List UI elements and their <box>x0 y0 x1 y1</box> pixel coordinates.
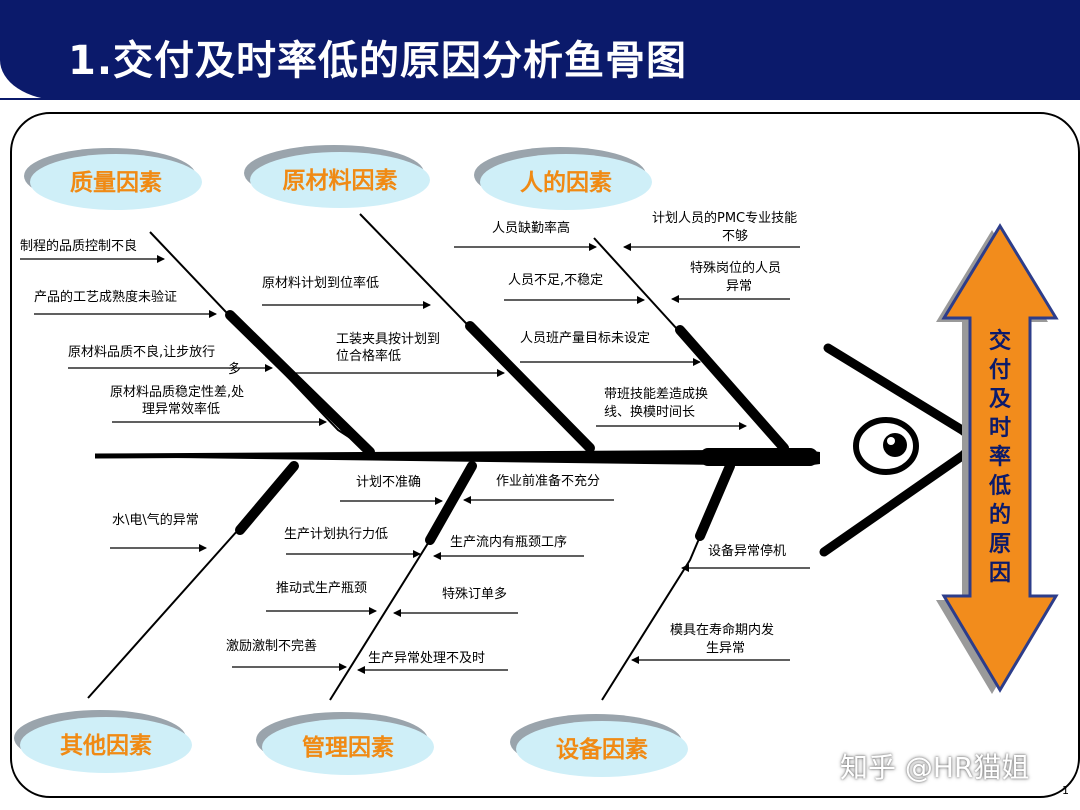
cause-text: 原材料计划到位率低 <box>262 275 379 291</box>
category-other-label: 其他因素 <box>60 732 152 759</box>
cause-text: 位合格率低 <box>336 348 401 364</box>
svg-text:付: 付 <box>989 358 1011 383</box>
category-material-label: 原材料因素 <box>283 167 398 194</box>
cause-text: 计划人员的PMC专业技能 <box>652 210 797 226</box>
category-equipment: 设备因素 <box>510 714 688 777</box>
title-bar <box>0 0 1080 100</box>
category-other: 其他因素 <box>14 710 192 773</box>
cause-text: 产品的工艺成熟度未验证 <box>34 289 177 305</box>
result-arrow <box>936 223 1059 694</box>
cause-text: 线、换模时间长 <box>604 405 695 420</box>
cause-text: 不够 <box>722 229 748 244</box>
cause-text: 生产异常处理不及时 <box>368 651 485 666</box>
svg-text:低: 低 <box>988 474 1011 499</box>
category-management: 管理因素 <box>256 712 434 775</box>
svg-text:因: 因 <box>989 561 1011 586</box>
cause-text: 设备异常停机 <box>708 543 786 559</box>
diagram-frame <box>10 112 1080 798</box>
category-management-label: 管理因素 <box>302 734 394 761</box>
page-number: 1 <box>1062 784 1069 797</box>
cause-text: 带班技能差造成换 <box>604 387 708 402</box>
fish-eye <box>883 433 907 457</box>
cause-text: 多 <box>228 361 241 377</box>
watermark: 知乎 @HR猫姐 <box>840 751 1030 784</box>
cause-text: 作业前准备不充分 <box>496 473 600 489</box>
category-quality: 质量因素 <box>24 148 202 210</box>
cause-text: 计划不准确 <box>356 475 421 490</box>
page-title: 1.交付及时率低的原因分析鱼骨图 <box>68 38 688 84</box>
cause-text: 原材料品质稳定性差,处 <box>110 384 244 400</box>
category-equipment-label: 设备因素 <box>556 736 648 763</box>
cause-text: 人员不足,不稳定 <box>508 272 603 288</box>
svg-text:的: 的 <box>989 502 1011 528</box>
cause-text: 人员班产量目标未设定 <box>520 331 650 346</box>
cause-text: 人员缺勤率高 <box>492 220 570 236</box>
cause-text: 异常 <box>726 279 752 294</box>
svg-text:率: 率 <box>989 444 1011 470</box>
svg-text:交: 交 <box>989 328 1011 354</box>
cause-text: 激励激制不完善 <box>226 638 317 654</box>
result-text: 交 付 及 时 率 低 的 原 因 <box>988 328 1012 586</box>
category-people-label: 人的因素 <box>520 169 612 196</box>
cause-text: 制程的品质控制不良 <box>20 238 137 254</box>
svg-text:及: 及 <box>989 387 1012 412</box>
cause-text: 工装夹具按计划到 <box>336 332 440 347</box>
cause-text: 原材料品质不良,让步放行 <box>68 344 215 360</box>
svg-text:原: 原 <box>989 532 1011 557</box>
cause-text: 模具在寿命期内发 <box>670 622 774 638</box>
cause-text: 特殊岗位的人员 <box>690 260 781 276</box>
cause-text: 生产计划执行力低 <box>284 527 388 542</box>
cause-text: 水\电\气的异常 <box>112 512 199 528</box>
fish-head <box>819 343 976 557</box>
cause-text: 理异常效率低 <box>142 401 220 417</box>
svg-text:时: 时 <box>989 416 1011 441</box>
category-material: 原材料因素 <box>244 145 430 208</box>
cause-text: 推动式生产瓶颈 <box>276 581 367 596</box>
category-people: 人的因素 <box>474 147 652 210</box>
category-quality-label: 质量因素 <box>70 169 162 196</box>
cause-text: 生产流内有瓶颈工序 <box>450 534 567 550</box>
cause-text: 特殊订单多 <box>442 586 507 602</box>
cause-text: 生异常 <box>706 641 745 656</box>
